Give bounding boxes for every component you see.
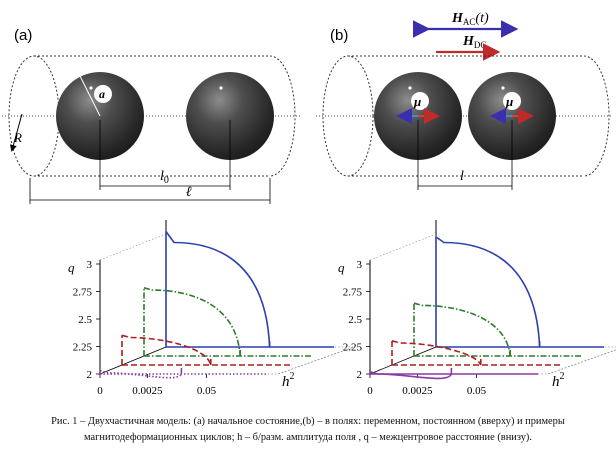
distance-sub: 0: [164, 175, 169, 186]
depth-guide: [99, 233, 167, 261]
series-curve: [391, 340, 482, 366]
y-tick-label: 2: [87, 369, 93, 381]
chart-right: 2 2.25 2.5 2.75 3q 0 0.0025 0.05 h2: [338, 220, 616, 397]
series-curve: [413, 302, 511, 357]
figure-caption: Рис. 1 – Двухчастичная модель: (a) начал…: [14, 414, 602, 446]
x-tick-label: 0.05: [197, 385, 217, 397]
series-curve: [369, 371, 453, 380]
y-tick-label: 2.5: [348, 314, 362, 326]
x-axis-label: h2: [552, 371, 565, 390]
distance-label: l0: [160, 169, 169, 186]
moment-label-bg: [503, 92, 521, 110]
y-tick-label: 2.75: [73, 287, 93, 299]
caption-line-2: магнитодеформационных циклов; h – б/разм…: [84, 432, 532, 443]
depth-axis: [369, 346, 437, 375]
cylinder-left-end: [322, 55, 374, 177]
moment-label-bg: [411, 92, 429, 110]
y-tick-label: 3: [87, 259, 93, 271]
sphere-radius-line: [79, 75, 101, 117]
sphere-highlight: [408, 86, 412, 90]
figure: (a) a R l0 ℓ (b) HAC(t) HDC: [2, 11, 616, 397]
x-tick-label: 0.0025: [402, 385, 433, 397]
y-tick-label: 3: [357, 259, 363, 271]
y-axis-label: q: [68, 260, 75, 275]
base-plane: [369, 346, 616, 375]
moment-label: μ: [505, 94, 513, 109]
y-tick-label: 2.25: [73, 342, 93, 354]
x-tick-label: 0: [97, 385, 103, 397]
moment-label: μ: [413, 94, 421, 109]
dc-field-label: HDC: [462, 34, 486, 50]
panel-b: (b) HAC(t) HDC μ μ l: [316, 11, 612, 190]
sphere-radius-label-bg: [94, 85, 112, 103]
x-axis-label: h2: [282, 371, 295, 390]
distance-label: l: [460, 169, 464, 184]
cylinder-right-end: [583, 55, 610, 177]
base-plane: [99, 346, 355, 375]
length-label: ℓ: [186, 185, 192, 200]
panel-b-label: (b): [330, 27, 348, 44]
series-curve: [143, 287, 241, 357]
y-tick-label: 2.25: [343, 342, 363, 354]
series-curve: [165, 231, 271, 348]
ac-field-label: HAC(t): [451, 11, 489, 27]
x-tick-label: 0: [367, 385, 373, 397]
depth-guide: [277, 346, 355, 375]
series-curve: [99, 369, 183, 379]
sphere-highlight: [89, 86, 93, 90]
cylinder-left-end: [8, 55, 60, 177]
y-tick-label: 2.75: [343, 287, 363, 299]
depth-axis: [99, 346, 167, 375]
cylinder-radius-arrow: [9, 113, 23, 152]
cylinder-right-end: [269, 55, 296, 177]
panel-a-label: (a): [14, 27, 32, 44]
y-axis-label: q: [338, 260, 345, 275]
sphere-radius-label: a: [99, 87, 105, 101]
series-curve: [121, 334, 212, 366]
series-curve: [435, 236, 541, 348]
depth-guide: [369, 233, 437, 261]
caption-line-1: Рис. 1 – Двухчастичная модель: (a) начал…: [51, 416, 565, 427]
panel-a: (a) a R l0 ℓ: [2, 27, 300, 204]
y-tick-label: 2.5: [78, 314, 92, 326]
cylinder-radius-label: R: [13, 130, 22, 145]
x-tick-label: 0.0025: [132, 385, 163, 397]
sphere-highlight: [219, 86, 223, 90]
y-tick-label: 2: [357, 369, 363, 381]
depth-guide: [547, 349, 616, 375]
sphere-highlight: [501, 86, 505, 90]
x-tick-label: 0.05: [467, 385, 487, 397]
sphere-right: [186, 72, 274, 160]
